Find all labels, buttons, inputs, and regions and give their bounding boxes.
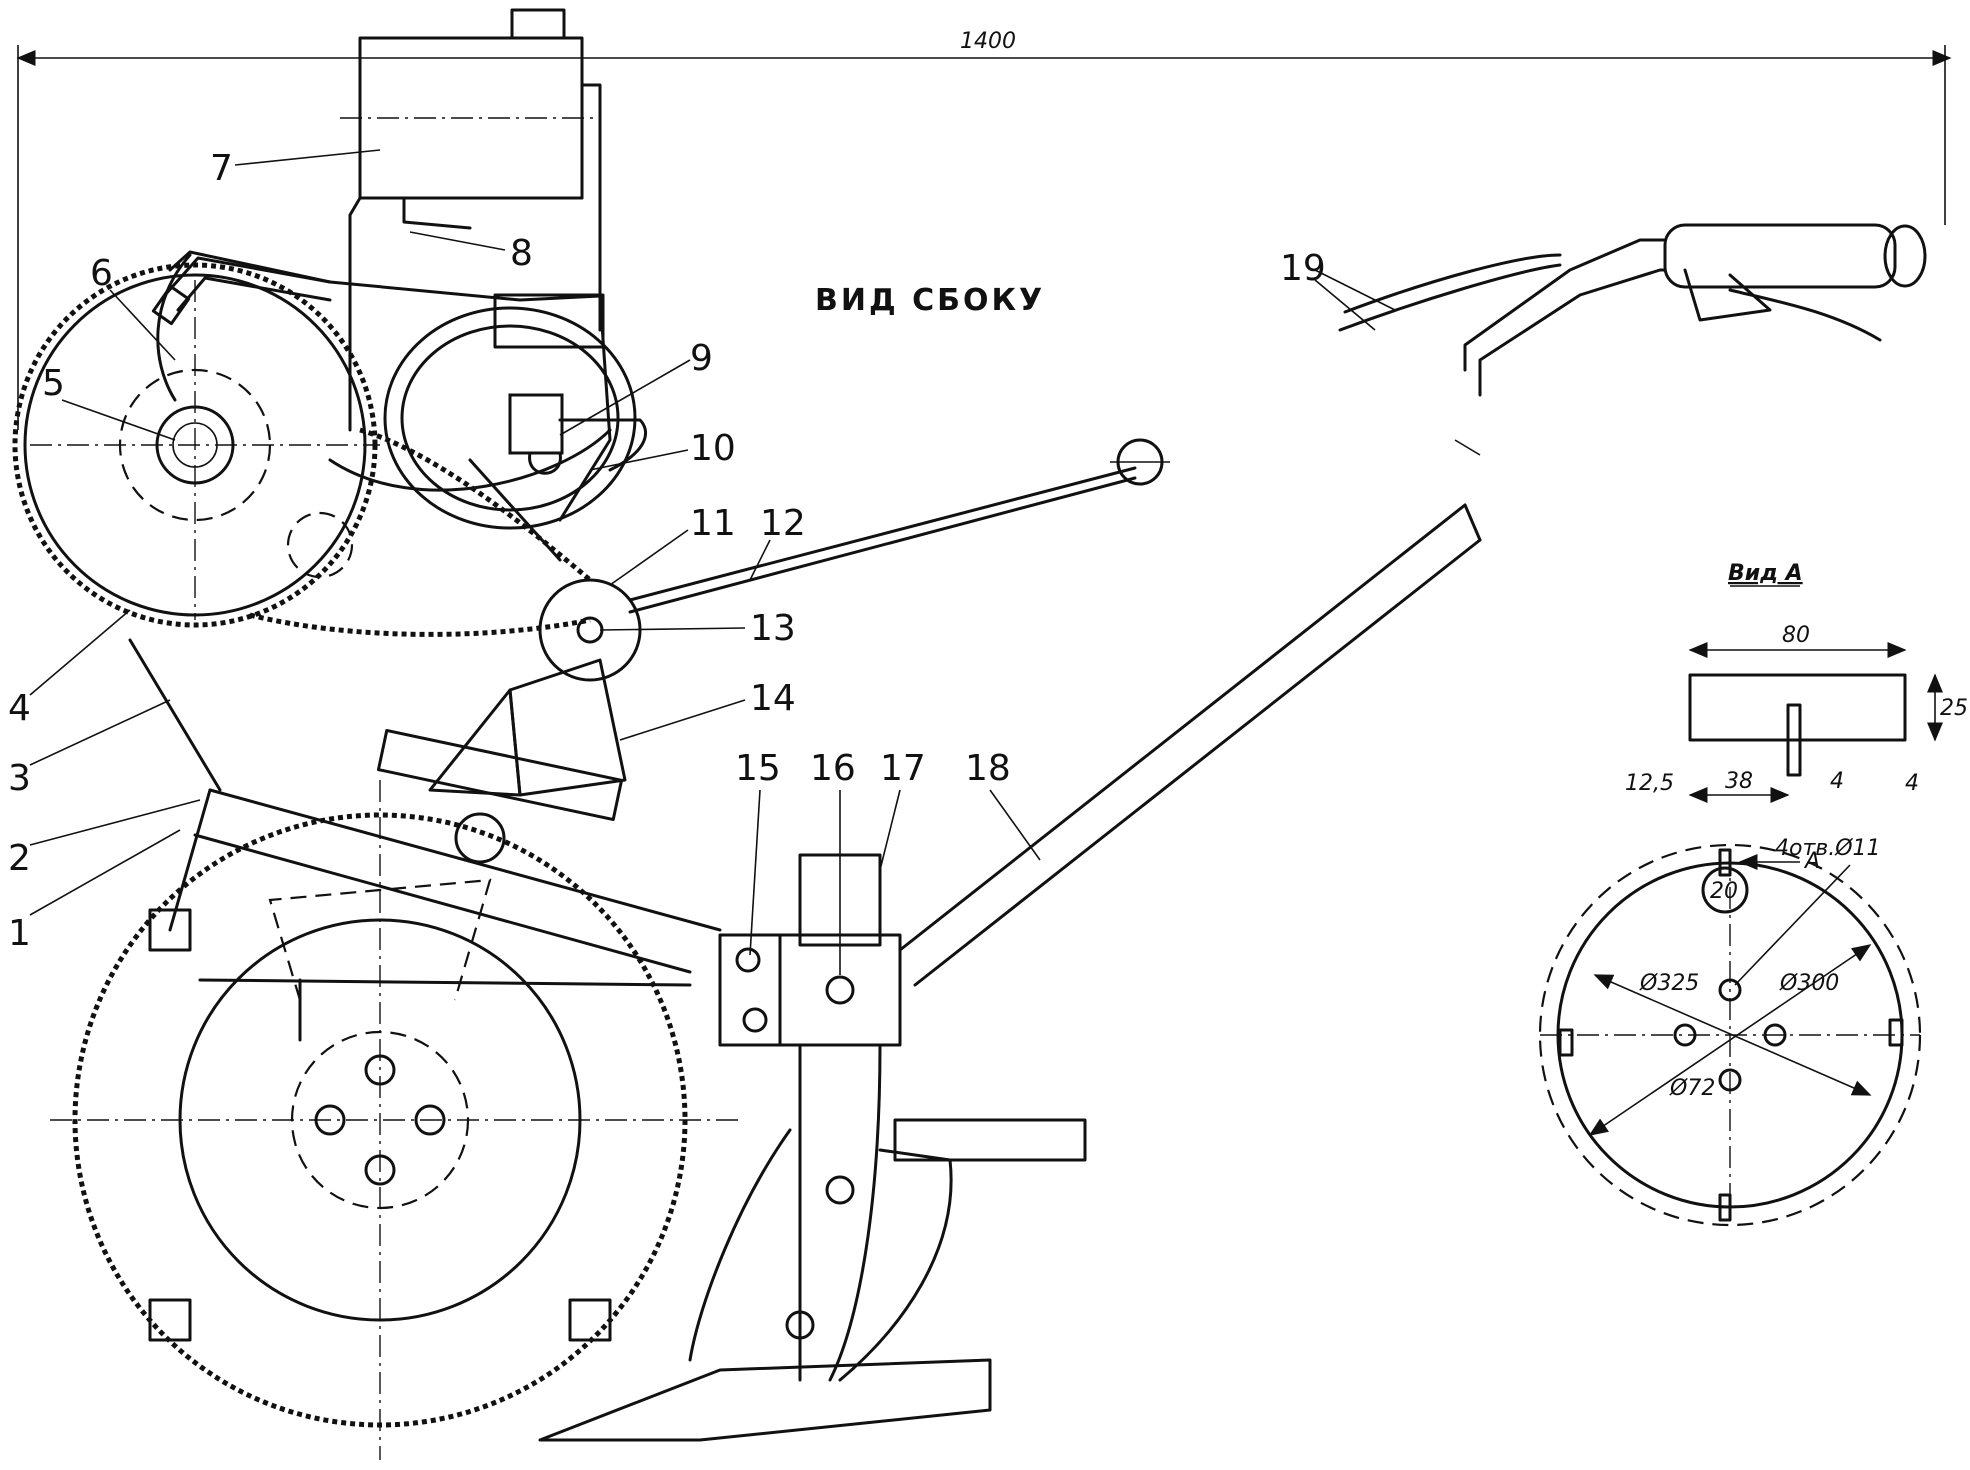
diameter-disk-label: Ø300 — [1779, 971, 1839, 996]
drive-chain — [249, 427, 642, 682]
tine-height-label: 25 — [1940, 696, 1968, 721]
callout-3: 3 — [8, 758, 31, 799]
detail-view-label: Вид А — [1728, 561, 1803, 586]
callout-15: 15 — [735, 748, 781, 789]
callout-4: 4 — [8, 688, 31, 729]
callout-10: 10 — [690, 428, 736, 469]
callout-7: 7 — [210, 148, 233, 189]
tine-thick-label: 4 — [1905, 771, 1919, 796]
detail-number: 20 — [1710, 879, 1738, 904]
callout-16: 16 — [810, 748, 856, 789]
tine-width-label: 80 — [1782, 623, 1810, 648]
callout-8: 8 — [510, 233, 533, 274]
overall-length-label: 1400 — [960, 29, 1016, 54]
callout-1: 1 — [8, 913, 31, 954]
engine — [156, 250, 648, 530]
callout-12: 12 — [760, 503, 806, 544]
main-frame — [128, 638, 722, 1042]
callout-14: 14 — [750, 678, 796, 719]
callout-13: 13 — [750, 608, 796, 649]
wheel-disk-detail: 20 Ø325 Ø300 Ø72 4отв.Ø11 А — [1538, 836, 1922, 1227]
overall-dimension: 1400 — [16, 29, 1952, 430]
callouts: 1 2 3 4 5 6 7 8 9 10 11 12 13 14 15 16 1… — [8, 148, 1396, 975]
drive-pulley — [12, 262, 380, 628]
view-title: ВИД СБОКУ — [815, 283, 1045, 318]
engine-mount — [376, 658, 627, 864]
detail-view-a: Вид А 80 25 38 4 12,5 4 — [1625, 561, 1968, 803]
holes-note: 4отв.Ø11 — [1775, 836, 1881, 861]
callout-17: 17 — [880, 748, 926, 789]
frame-clamp — [718, 933, 902, 1047]
callout-11: 11 — [690, 503, 736, 544]
arrow-a-label: А — [1803, 849, 1820, 874]
plough — [538, 853, 1087, 1442]
diameter-hub-label: Ø72 — [1669, 1076, 1715, 1101]
tine-rib-label: 4 — [1830, 769, 1844, 794]
callout-6: 6 — [90, 253, 113, 294]
fuel-tank — [340, 8, 602, 432]
control-lever — [628, 438, 1170, 614]
tine-pos-label: 38 — [1725, 769, 1753, 794]
callout-9: 9 — [690, 338, 713, 379]
tine-offset-label: 12,5 — [1625, 771, 1674, 796]
handlebar — [898, 223, 1927, 987]
callout-5: 5 — [42, 363, 65, 404]
drive-wheel — [50, 780, 740, 1460]
callout-18: 18 — [965, 748, 1011, 789]
diameter-outer-label: Ø325 — [1639, 971, 1699, 996]
callout-2: 2 — [8, 838, 31, 879]
